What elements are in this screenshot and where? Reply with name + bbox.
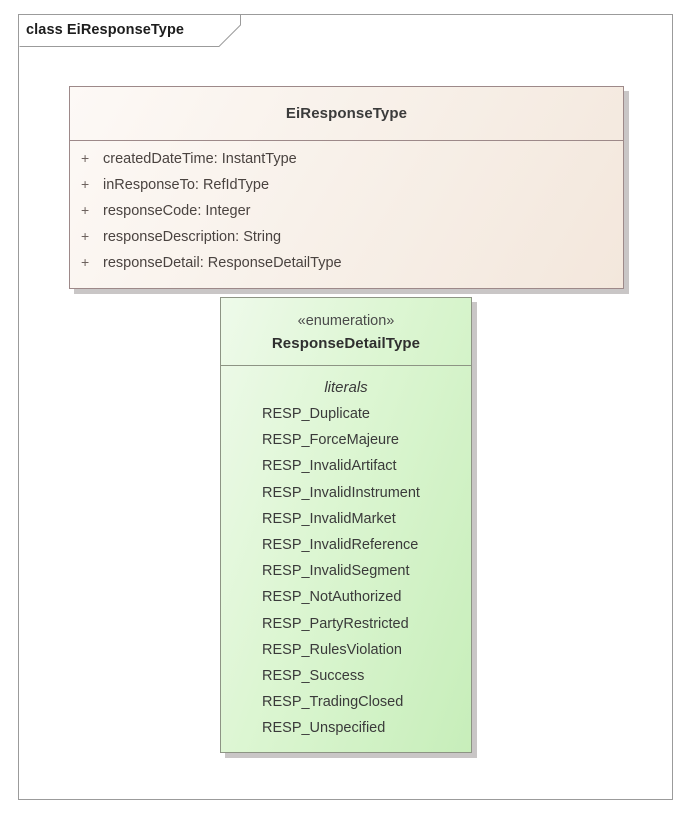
- enumeration-stereotype: «enumeration»: [297, 312, 395, 329]
- literal-row[interactable]: RESP_RulesViolation: [262, 641, 402, 658]
- attribute-visibility: +: [81, 254, 90, 270]
- literal-row[interactable]: RESP_PartyRestricted: [262, 615, 409, 632]
- literal-row[interactable]: RESP_Success: [262, 667, 365, 684]
- attribute-visibility: +: [81, 176, 90, 192]
- class-box-body: EiResponseType + createdDateTime: Instan…: [69, 86, 624, 289]
- attribute-visibility: +: [81, 202, 90, 218]
- attribute-row[interactable]: + responseDescription: String: [70, 228, 623, 254]
- literal-row[interactable]: RESP_ForceMajeure: [262, 432, 399, 449]
- literal-row[interactable]: RESP_TradingClosed: [262, 694, 404, 711]
- attribute-label: inResponseTo: RefIdType: [103, 177, 270, 193]
- literal-row[interactable]: RESP_InvalidArtifact: [262, 458, 397, 475]
- enumeration-literals-compartment: literals RESP_Duplicate RESP_ForceMajeur…: [221, 366, 471, 741]
- attribute-label: responseDescription: String: [103, 229, 282, 245]
- literal-row[interactable]: RESP_InvalidMarket: [262, 510, 396, 527]
- frame-title: class EiResponseType: [26, 22, 185, 38]
- enumeration-box-responsedetailtype[interactable]: «enumeration» ResponseDetailType literal…: [220, 297, 477, 758]
- literal-row[interactable]: RESP_InvalidInstrument: [262, 484, 420, 501]
- attribute-label: responseDetail: ResponseDetailType: [103, 255, 342, 271]
- literal-row[interactable]: RESP_InvalidReference: [262, 536, 419, 553]
- attribute-visibility: +: [81, 150, 90, 166]
- literal-row[interactable]: RESP_NotAuthorized: [262, 589, 402, 606]
- frame-tab-shape-icon: [19, 15, 241, 47]
- literal-row[interactable]: RESP_InvalidSegment: [262, 563, 410, 580]
- literal-row[interactable]: RESP_Duplicate: [262, 406, 370, 422]
- attribute-visibility: +: [81, 228, 90, 244]
- enumeration-box-body: «enumeration» ResponseDetailType literal…: [220, 297, 472, 753]
- literal-row[interactable]: RESP_Unspecified: [262, 720, 386, 737]
- attribute-row[interactable]: + responseCode: Integer: [70, 202, 623, 228]
- class-box-eiresponsetype[interactable]: EiResponseType + createdDateTime: Instan…: [69, 86, 629, 294]
- frame-name-tab: [18, 14, 241, 47]
- attribute-label: createdDateTime: InstantType: [103, 151, 297, 167]
- attribute-row[interactable]: + responseDetail: ResponseDetailType: [70, 254, 623, 280]
- enumeration-name: ResponseDetailType: [271, 334, 421, 352]
- class-name-compartment: EiResponseType: [70, 87, 623, 141]
- enumeration-name-compartment: «enumeration» ResponseDetailType: [221, 298, 471, 366]
- class-name: EiResponseType: [285, 105, 408, 122]
- attribute-label: responseCode: Integer: [103, 203, 251, 219]
- attribute-row[interactable]: + createdDateTime: InstantType: [70, 150, 623, 176]
- attribute-row[interactable]: + inResponseTo: RefIdType: [70, 176, 623, 202]
- literals-section-title: literals: [324, 379, 368, 396]
- class-attributes-compartment: + createdDateTime: InstantType + inRespo…: [70, 141, 623, 280]
